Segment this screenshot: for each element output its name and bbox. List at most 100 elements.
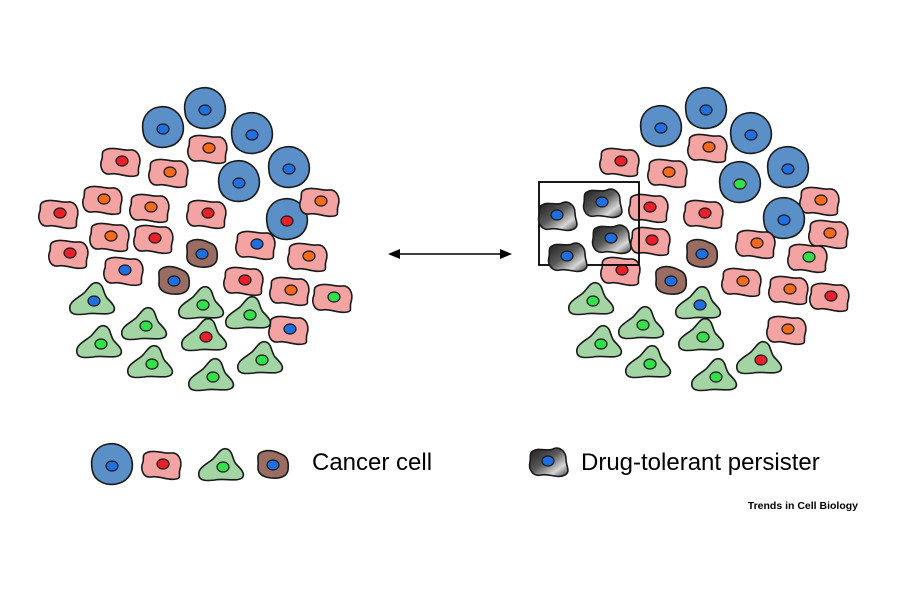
left-green-cell <box>126 344 174 379</box>
left-green-cell <box>75 324 123 359</box>
orange-nucleus <box>163 166 177 178</box>
red-nucleus <box>615 264 629 276</box>
persister-cell <box>582 188 623 219</box>
green-nucleus <box>802 251 816 263</box>
green-nucleus <box>243 309 257 321</box>
blue-nucleus <box>781 163 795 175</box>
left-pink-cell <box>100 147 141 178</box>
orange-nucleus <box>814 194 828 206</box>
right-brown-cell <box>686 238 719 268</box>
orange-nucleus <box>823 227 837 239</box>
blue-nucleus <box>664 275 678 287</box>
right-pink-cell <box>768 275 809 306</box>
legend-cancer-cell-icons <box>90 442 290 486</box>
red-nucleus <box>63 247 77 259</box>
left-pink-cell <box>312 283 353 314</box>
blue-nucleus <box>541 455 555 467</box>
left-green-cell <box>180 317 228 352</box>
blue-nucleus <box>232 177 246 189</box>
left-green-cell <box>68 281 116 316</box>
persister-cluster <box>537 188 632 273</box>
left-pink-cell <box>235 230 276 261</box>
right-brown-cell <box>655 265 688 295</box>
left-blue-cell <box>141 105 185 149</box>
right-green-cell <box>617 305 665 340</box>
left-blue-cell <box>183 86 227 130</box>
right-pink-cell <box>628 193 669 224</box>
orange-nucleus <box>284 284 298 296</box>
blue-nucleus <box>266 459 280 471</box>
left-pink-cell <box>299 187 340 218</box>
left-blue-cell <box>267 145 311 189</box>
green-nucleus <box>586 295 600 307</box>
right-blue-cell <box>766 145 810 189</box>
blue-nucleus <box>167 275 181 287</box>
orange-nucleus <box>736 275 750 287</box>
legend-cancer-cell-label: Cancer cell <box>312 449 432 476</box>
orange-nucleus <box>144 201 158 213</box>
right-pink-cell <box>787 243 828 274</box>
left-pink-cell <box>148 158 189 189</box>
right-pink-cell <box>799 186 840 217</box>
legend-green-cell <box>197 447 245 482</box>
left-cell-population <box>38 86 353 392</box>
right-blue-cell <box>639 104 683 148</box>
blue-nucleus <box>693 299 707 311</box>
green-nucleus <box>139 320 153 332</box>
red-nucleus <box>645 234 659 246</box>
blue-nucleus <box>654 122 668 134</box>
green-nucleus <box>696 331 710 343</box>
right-pink-cell <box>809 282 850 313</box>
blue-nucleus <box>87 295 101 307</box>
blue-nucleus <box>744 129 758 141</box>
red-nucleus <box>238 274 252 286</box>
right-blue-cell <box>729 111 773 155</box>
left-pink-cell <box>38 199 79 230</box>
left-green-cell <box>187 357 235 392</box>
blue-nucleus <box>695 248 709 260</box>
blue-nucleus <box>118 264 132 276</box>
green-nucleus <box>643 358 657 370</box>
red-nucleus <box>148 232 162 244</box>
left-pink-cell <box>89 222 130 253</box>
blue-nucleus <box>282 163 296 175</box>
right-blue-cell <box>762 196 806 240</box>
blue-nucleus <box>604 232 618 244</box>
orange-nucleus <box>750 237 764 249</box>
green-nucleus <box>216 461 230 473</box>
red-nucleus <box>201 207 215 219</box>
right-pink-cell <box>721 267 762 298</box>
left-green-cell <box>177 285 225 320</box>
red-nucleus <box>156 458 170 470</box>
blue-nucleus <box>105 460 119 472</box>
right-green-cell <box>690 357 738 392</box>
left-blue-cell <box>217 159 261 203</box>
persister-cell <box>547 242 588 273</box>
blue-nucleus <box>595 196 609 208</box>
blue-nucleus <box>156 123 170 135</box>
red-nucleus <box>754 354 768 366</box>
green-nucleus <box>709 371 723 383</box>
left-pink-cell <box>223 266 264 297</box>
green-nucleus <box>636 319 650 331</box>
left-pink-cell <box>129 193 170 224</box>
right-green-cell <box>677 317 725 352</box>
green-nucleus <box>255 354 269 366</box>
red-nucleus <box>53 207 67 219</box>
blue-nucleus <box>777 214 791 226</box>
green-nucleus <box>94 338 108 350</box>
blue-nucleus <box>198 104 212 116</box>
orange-nucleus <box>314 195 328 207</box>
blue-nucleus <box>283 323 297 335</box>
legend-persister-icon <box>528 447 569 478</box>
orange-nucleus <box>662 166 676 178</box>
orange-nucleus <box>702 141 716 153</box>
right-pink-cell <box>766 315 807 346</box>
green-nucleus <box>206 371 220 383</box>
right-green-cell <box>567 281 615 316</box>
legend-persister-cell <box>528 447 569 478</box>
right-pink-cell <box>683 199 724 230</box>
blue-nucleus <box>560 250 574 262</box>
legend-brown-cell <box>257 449 290 479</box>
